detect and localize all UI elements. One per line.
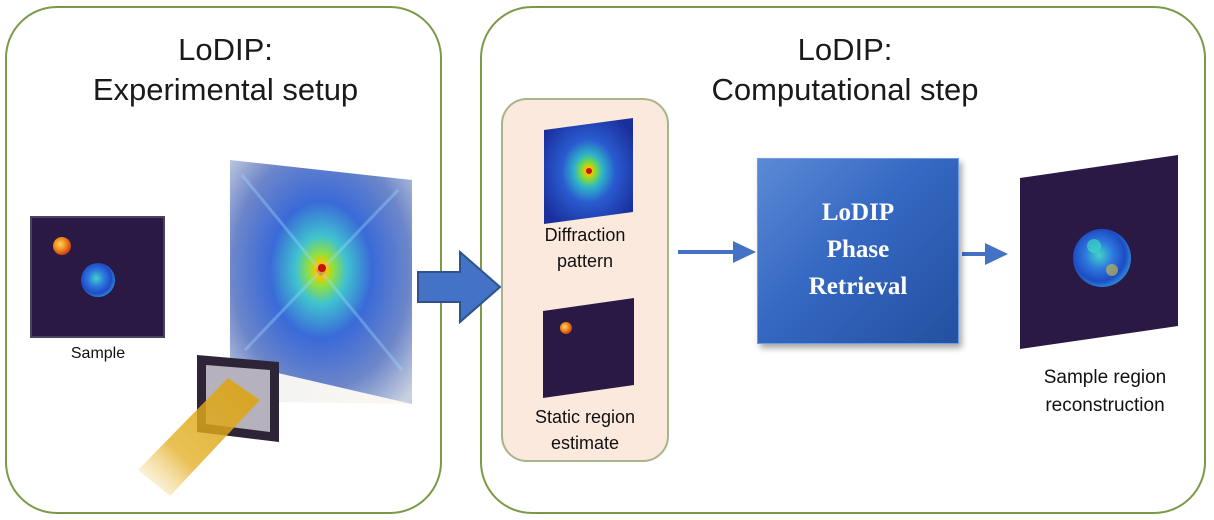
sample-image <box>30 216 165 338</box>
diffraction-pattern-label: Diffraction pattern <box>503 222 667 274</box>
diffraction-label-line2: pattern <box>556 251 614 271</box>
left-title-line1: LoDIP: <box>178 32 273 67</box>
phase-retrieval-label: LoDIP Phase Retrieval <box>757 194 959 305</box>
phase-retrieval-box <box>757 158 959 344</box>
output-label-line2: reconstruction <box>1045 395 1165 416</box>
sample-label: Sample <box>70 345 126 362</box>
left-title-line2: Experimental setup <box>92 72 359 107</box>
static-label-line1: Static region <box>534 407 636 427</box>
diffraction-pattern-thumb <box>544 118 633 224</box>
static-region-estimate-thumb <box>543 298 634 398</box>
phase-retrieval-line2: Phase <box>826 236 890 263</box>
output-label-line1: Sample region <box>1043 367 1167 388</box>
right-title-line1: LoDIP: <box>797 32 893 67</box>
static-label-line2: estimate <box>550 433 620 453</box>
x-ray-beam <box>138 378 260 496</box>
transition-arrow <box>417 249 502 325</box>
dynamic-region-blob <box>81 263 115 297</box>
static-region-dot <box>53 237 71 255</box>
reconstruction-label: Sample region reconstruction <box>1015 364 1195 420</box>
right-title-line2: Computational step <box>711 72 979 107</box>
diffraction-label-line1: Diffraction <box>544 225 626 245</box>
detector-diffraction-pattern <box>230 160 412 404</box>
computational-step-title: LoDIP: Computational step <box>482 30 1208 110</box>
reconstruction-image <box>1020 155 1178 349</box>
phase-retrieval-line3: Retrieval <box>808 273 908 300</box>
static-region-label: Static region estimate <box>503 404 667 456</box>
experimental-setup-title: LoDIP: Experimental setup <box>7 30 444 110</box>
input-arrow <box>678 241 756 263</box>
phase-retrieval-line1: LoDIP <box>821 199 895 226</box>
output-arrow <box>962 243 1008 265</box>
